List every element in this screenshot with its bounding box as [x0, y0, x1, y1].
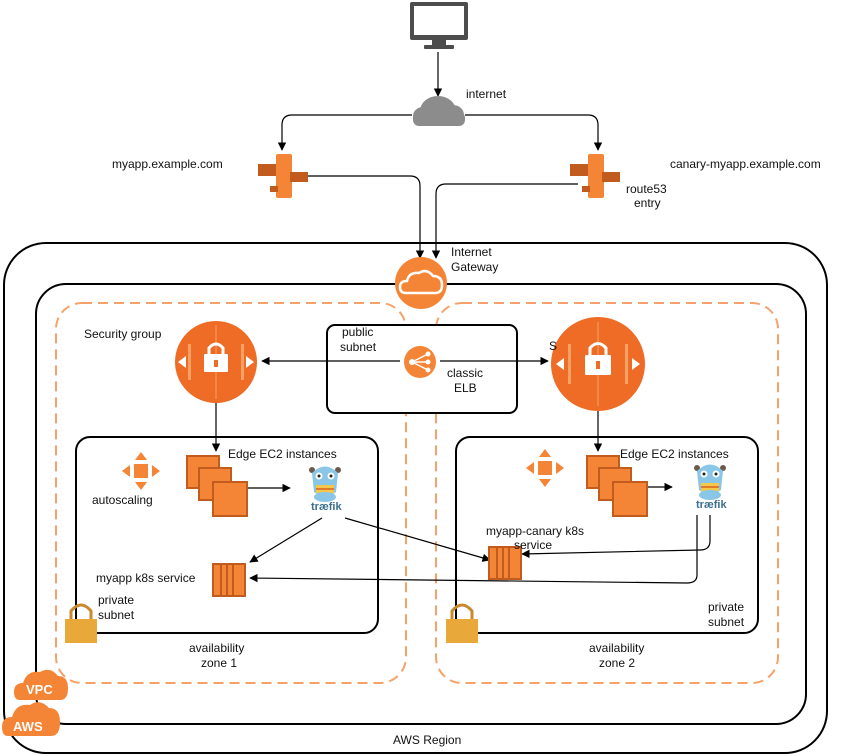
igw-label: Internet — [451, 245, 492, 259]
private-subnet-label-1-line2: subnet — [98, 608, 135, 622]
elb-label-line2: ELB — [454, 381, 477, 395]
canary-service-label-line2: service — [514, 538, 552, 552]
autoscaling-label: autoscaling — [92, 493, 153, 507]
internet-gateway-icon — [395, 257, 447, 309]
myapp-domain-label: myapp.example.com — [112, 157, 223, 171]
security-group-label-cut: S — [549, 339, 557, 353]
canary-service-label: myapp-canary k8s — [486, 524, 584, 538]
autoscaling-icon — [122, 452, 160, 490]
private-subnet-label-1: private — [98, 593, 134, 607]
vpc-badge-icon — [14, 669, 68, 700]
aws-badge-icon — [2, 702, 60, 736]
route53-icon — [258, 154, 308, 198]
lock-icon — [65, 603, 97, 643]
monitor-icon — [410, 2, 468, 49]
availability-zone-2 — [435, 302, 779, 684]
public-subnet-label: public — [342, 325, 373, 339]
az1-label-line2: zone 1 — [201, 656, 237, 670]
aws-badge-label: AWS — [13, 719, 43, 734]
availability-zone-1 — [55, 302, 407, 684]
traefik-label-1: træfik — [311, 501, 342, 513]
security-group-label: Security group — [84, 327, 162, 341]
cloud-icon — [413, 96, 465, 126]
k8s-service-icon — [488, 546, 522, 580]
elb-label: classic — [447, 366, 483, 380]
ec2-instances-icon — [186, 455, 248, 517]
canary-domain-label: canary-myapp.example.com — [670, 157, 821, 171]
private-subnet-label-2-line2: subnet — [708, 615, 745, 629]
private-subnet-box-2 — [455, 436, 759, 634]
az1-label: availability — [189, 641, 244, 655]
lock-icon — [446, 603, 478, 643]
security-group-icon — [551, 317, 645, 411]
edge-ec2-label-2: Edge EC2 instances — [620, 447, 729, 461]
traefik-logo-icon — [309, 466, 341, 502]
ec2-instances-icon — [586, 455, 648, 517]
connectors — [211, 52, 711, 584]
private-subnet-label-2: private — [708, 600, 744, 614]
route53-entry-label: entry — [634, 196, 661, 210]
private-subnet-box-1 — [75, 436, 379, 634]
route53-icon — [570, 154, 620, 198]
az2-label-line2: zone 2 — [599, 656, 635, 670]
vpc-badge-label: VPC — [26, 682, 53, 697]
traefik-label-2: træfik — [696, 499, 727, 511]
aws-region-container — [3, 242, 828, 754]
k8s-service-icon — [212, 563, 246, 597]
aws-region-label: AWS Region — [393, 733, 461, 747]
security-group-icon — [175, 321, 257, 403]
traefik-logo-icon — [694, 464, 726, 500]
az2-label: availability — [589, 641, 644, 655]
igw-label-line2: Gateway — [451, 260, 498, 274]
edge-ec2-label-1: Edge EC2 instances — [228, 447, 337, 461]
autoscaling-icon — [526, 449, 564, 487]
internet-label: internet — [466, 87, 507, 101]
public-subnet-label-line2: subnet — [340, 340, 377, 354]
myapp-service-label: myapp k8s service — [96, 571, 196, 585]
route53-label: route53 — [626, 182, 667, 196]
load-balancer-icon — [404, 346, 436, 378]
